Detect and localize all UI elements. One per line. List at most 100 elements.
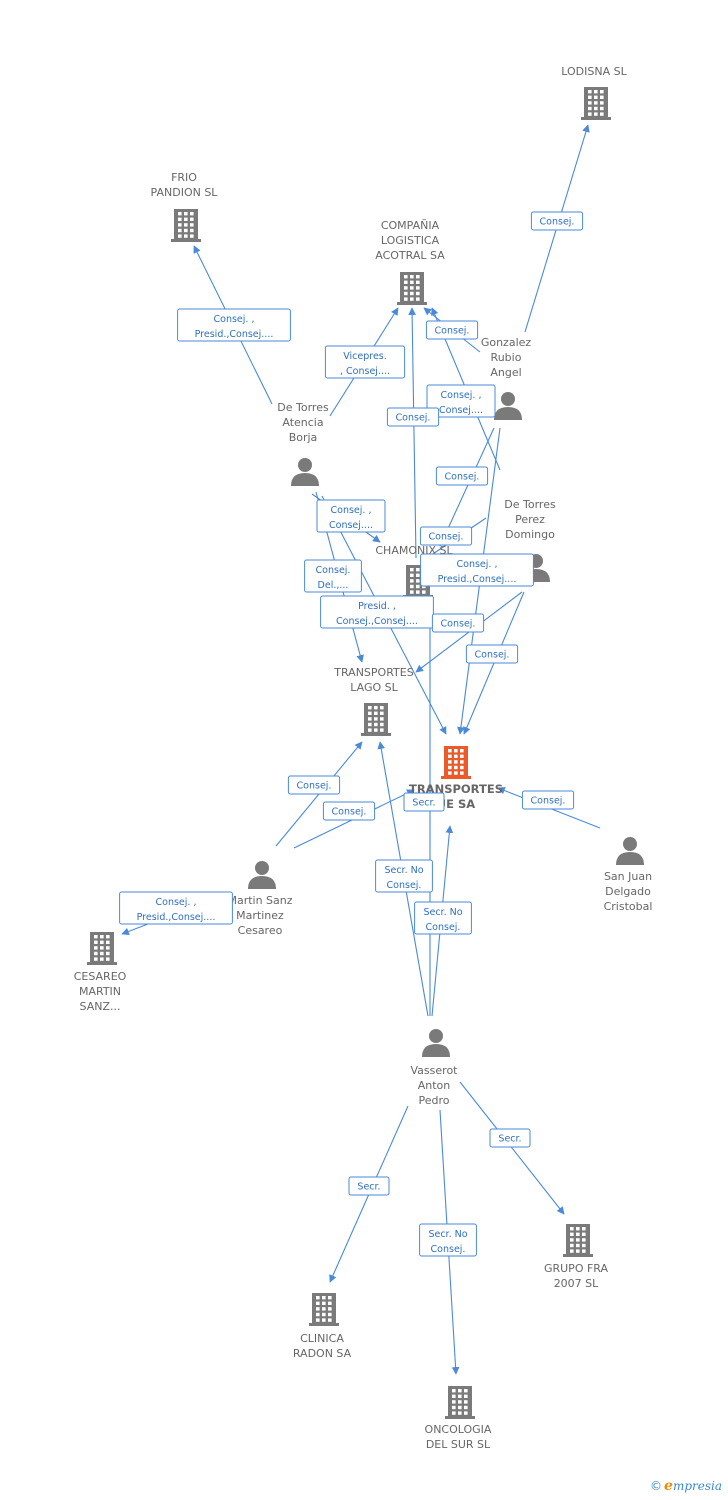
node-label-line: UE SA <box>437 797 475 811</box>
edge-label-text: Consej. <box>387 880 422 891</box>
edge-label-box[interactable]: Vicepres., Consej.... <box>324 345 406 379</box>
edge-label-text: Consej. <box>332 807 367 818</box>
edge-label-text: Secr. <box>412 798 435 809</box>
edge-label-box[interactable]: Consej. ,Consej.... <box>316 499 386 533</box>
edge-label-frame <box>425 320 479 340</box>
node-label-line: De Torres <box>504 498 556 511</box>
edge-label-box[interactable]: Consej. <box>530 211 584 231</box>
node-label-line: FRIO <box>171 171 197 184</box>
edge-label-text: Presid.,Consej.... <box>195 329 274 340</box>
building-icon[interactable] <box>309 1293 339 1326</box>
edge-label-box[interactable]: Consej. <box>419 526 473 546</box>
edge-label-frame <box>324 345 406 379</box>
edge-label-box[interactable]: Consej. ,Presid.,Consej.... <box>177 308 291 342</box>
building-icon-focus[interactable] <box>441 746 471 779</box>
edge-label-frame <box>521 790 575 810</box>
person-icon[interactable] <box>616 837 644 865</box>
edge-label-text: Consej. <box>396 413 431 424</box>
node-label-line: Martinez <box>236 909 284 922</box>
building-icon[interactable] <box>171 209 201 242</box>
node-cesareo-co[interactable]: CESAREOMARTINSANZ... <box>74 932 127 1013</box>
edge-label-box[interactable]: Consej. <box>386 407 440 427</box>
node-frio[interactable]: FRIO PANDION SL <box>151 171 219 242</box>
edge-label-box[interactable]: Secr. <box>403 792 445 812</box>
building-icon[interactable] <box>87 932 117 965</box>
edge-label-text: Consej. <box>426 922 461 933</box>
edge-label-box[interactable]: Consej. <box>465 644 519 664</box>
node-label-line: Cristobal <box>604 900 653 913</box>
building-icon[interactable] <box>397 272 427 305</box>
edge-label-text: Consej.... <box>439 405 483 416</box>
edge-label-text: Consej. <box>297 781 332 792</box>
edge-label-frame <box>419 1223 477 1257</box>
node-label-line: Borja <box>289 431 318 444</box>
person-icon[interactable] <box>422 1029 450 1057</box>
edge-label-box[interactable]: Consej. <box>431 613 485 633</box>
person-icon[interactable] <box>291 458 319 486</box>
node-label-line: Angel <box>490 366 521 379</box>
edge-label-frame <box>177 308 291 342</box>
edge-label-text: Consej. <box>475 650 510 661</box>
edge-label-frame <box>419 526 473 546</box>
edge-label-text: Consej. <box>531 796 566 807</box>
node-label-line: CLINICA <box>300 1332 344 1345</box>
edge-label-box[interactable]: Consej.Del.,... <box>304 559 362 593</box>
person-icon[interactable] <box>494 392 522 420</box>
brand-initial: e <box>664 1478 673 1494</box>
building-icon[interactable] <box>445 1386 475 1419</box>
building-icon[interactable] <box>581 87 611 120</box>
edge-label-box[interactable]: Consej. <box>287 775 341 795</box>
edge-label-text: Secr. <box>357 1182 380 1193</box>
edge-label-box[interactable]: Consej. ,Consej.... <box>426 384 496 418</box>
edge-label-box[interactable]: Consej. <box>322 801 376 821</box>
empresia-brand[interactable]: ©empresia <box>650 1478 722 1494</box>
node-label-line: PANDION SL <box>151 186 219 199</box>
node-label-line: Delgado <box>605 885 651 898</box>
node-label-line: ACOTRAL SA <box>375 249 445 262</box>
edge-label-text: Presid. , <box>358 601 396 612</box>
edge-label-box[interactable]: Presid. ,Consej.,Consej.... <box>320 595 434 629</box>
edge-label-frame <box>426 384 496 418</box>
edge-label-frame <box>320 595 434 629</box>
node-label-line: Atencia <box>282 416 323 429</box>
brand-name: mpresia <box>672 1479 722 1493</box>
edge-label-text: Secr. No <box>423 907 462 918</box>
edge-label-frame <box>420 553 534 587</box>
node-lodisna[interactable]: LODISNA SL <box>561 65 628 120</box>
person-icon[interactable] <box>248 861 276 889</box>
edge-label-text: Consej.... <box>329 520 373 531</box>
edge-label-box[interactable]: Consej. <box>435 466 489 486</box>
edge-label-frame <box>414 901 472 935</box>
building-icon[interactable] <box>361 703 391 736</box>
edge-label-frame <box>375 859 433 893</box>
building-icon[interactable] <box>563 1224 593 1257</box>
edge-label-text: , Consej.... <box>340 366 390 377</box>
node-label-line: Vasserot <box>411 1064 459 1077</box>
node-clinica[interactable]: CLINICA RADON SA <box>293 1293 352 1360</box>
edge-label-box[interactable]: Consej. <box>425 320 479 340</box>
edge-label-frame <box>386 407 440 427</box>
edge-label-box[interactable]: Consej. <box>521 790 575 810</box>
edge-label-box[interactable]: Consej. ,Presid.,Consej.... <box>119 891 233 925</box>
node-label-line: RADON SA <box>293 1347 352 1360</box>
edge-label-text: Consej. , <box>457 559 498 570</box>
copyright-symbol: © <box>650 1479 663 1493</box>
edge-label-box[interactable]: Secr. No Consej. <box>414 901 472 935</box>
edge-label-box[interactable]: Secr. <box>348 1176 390 1196</box>
edge-label-box[interactable]: Consej. ,Presid.,Consej.... <box>420 553 534 587</box>
edge-label-text: Consej. <box>435 326 470 337</box>
edge-label-box[interactable]: Secr. <box>489 1128 531 1148</box>
